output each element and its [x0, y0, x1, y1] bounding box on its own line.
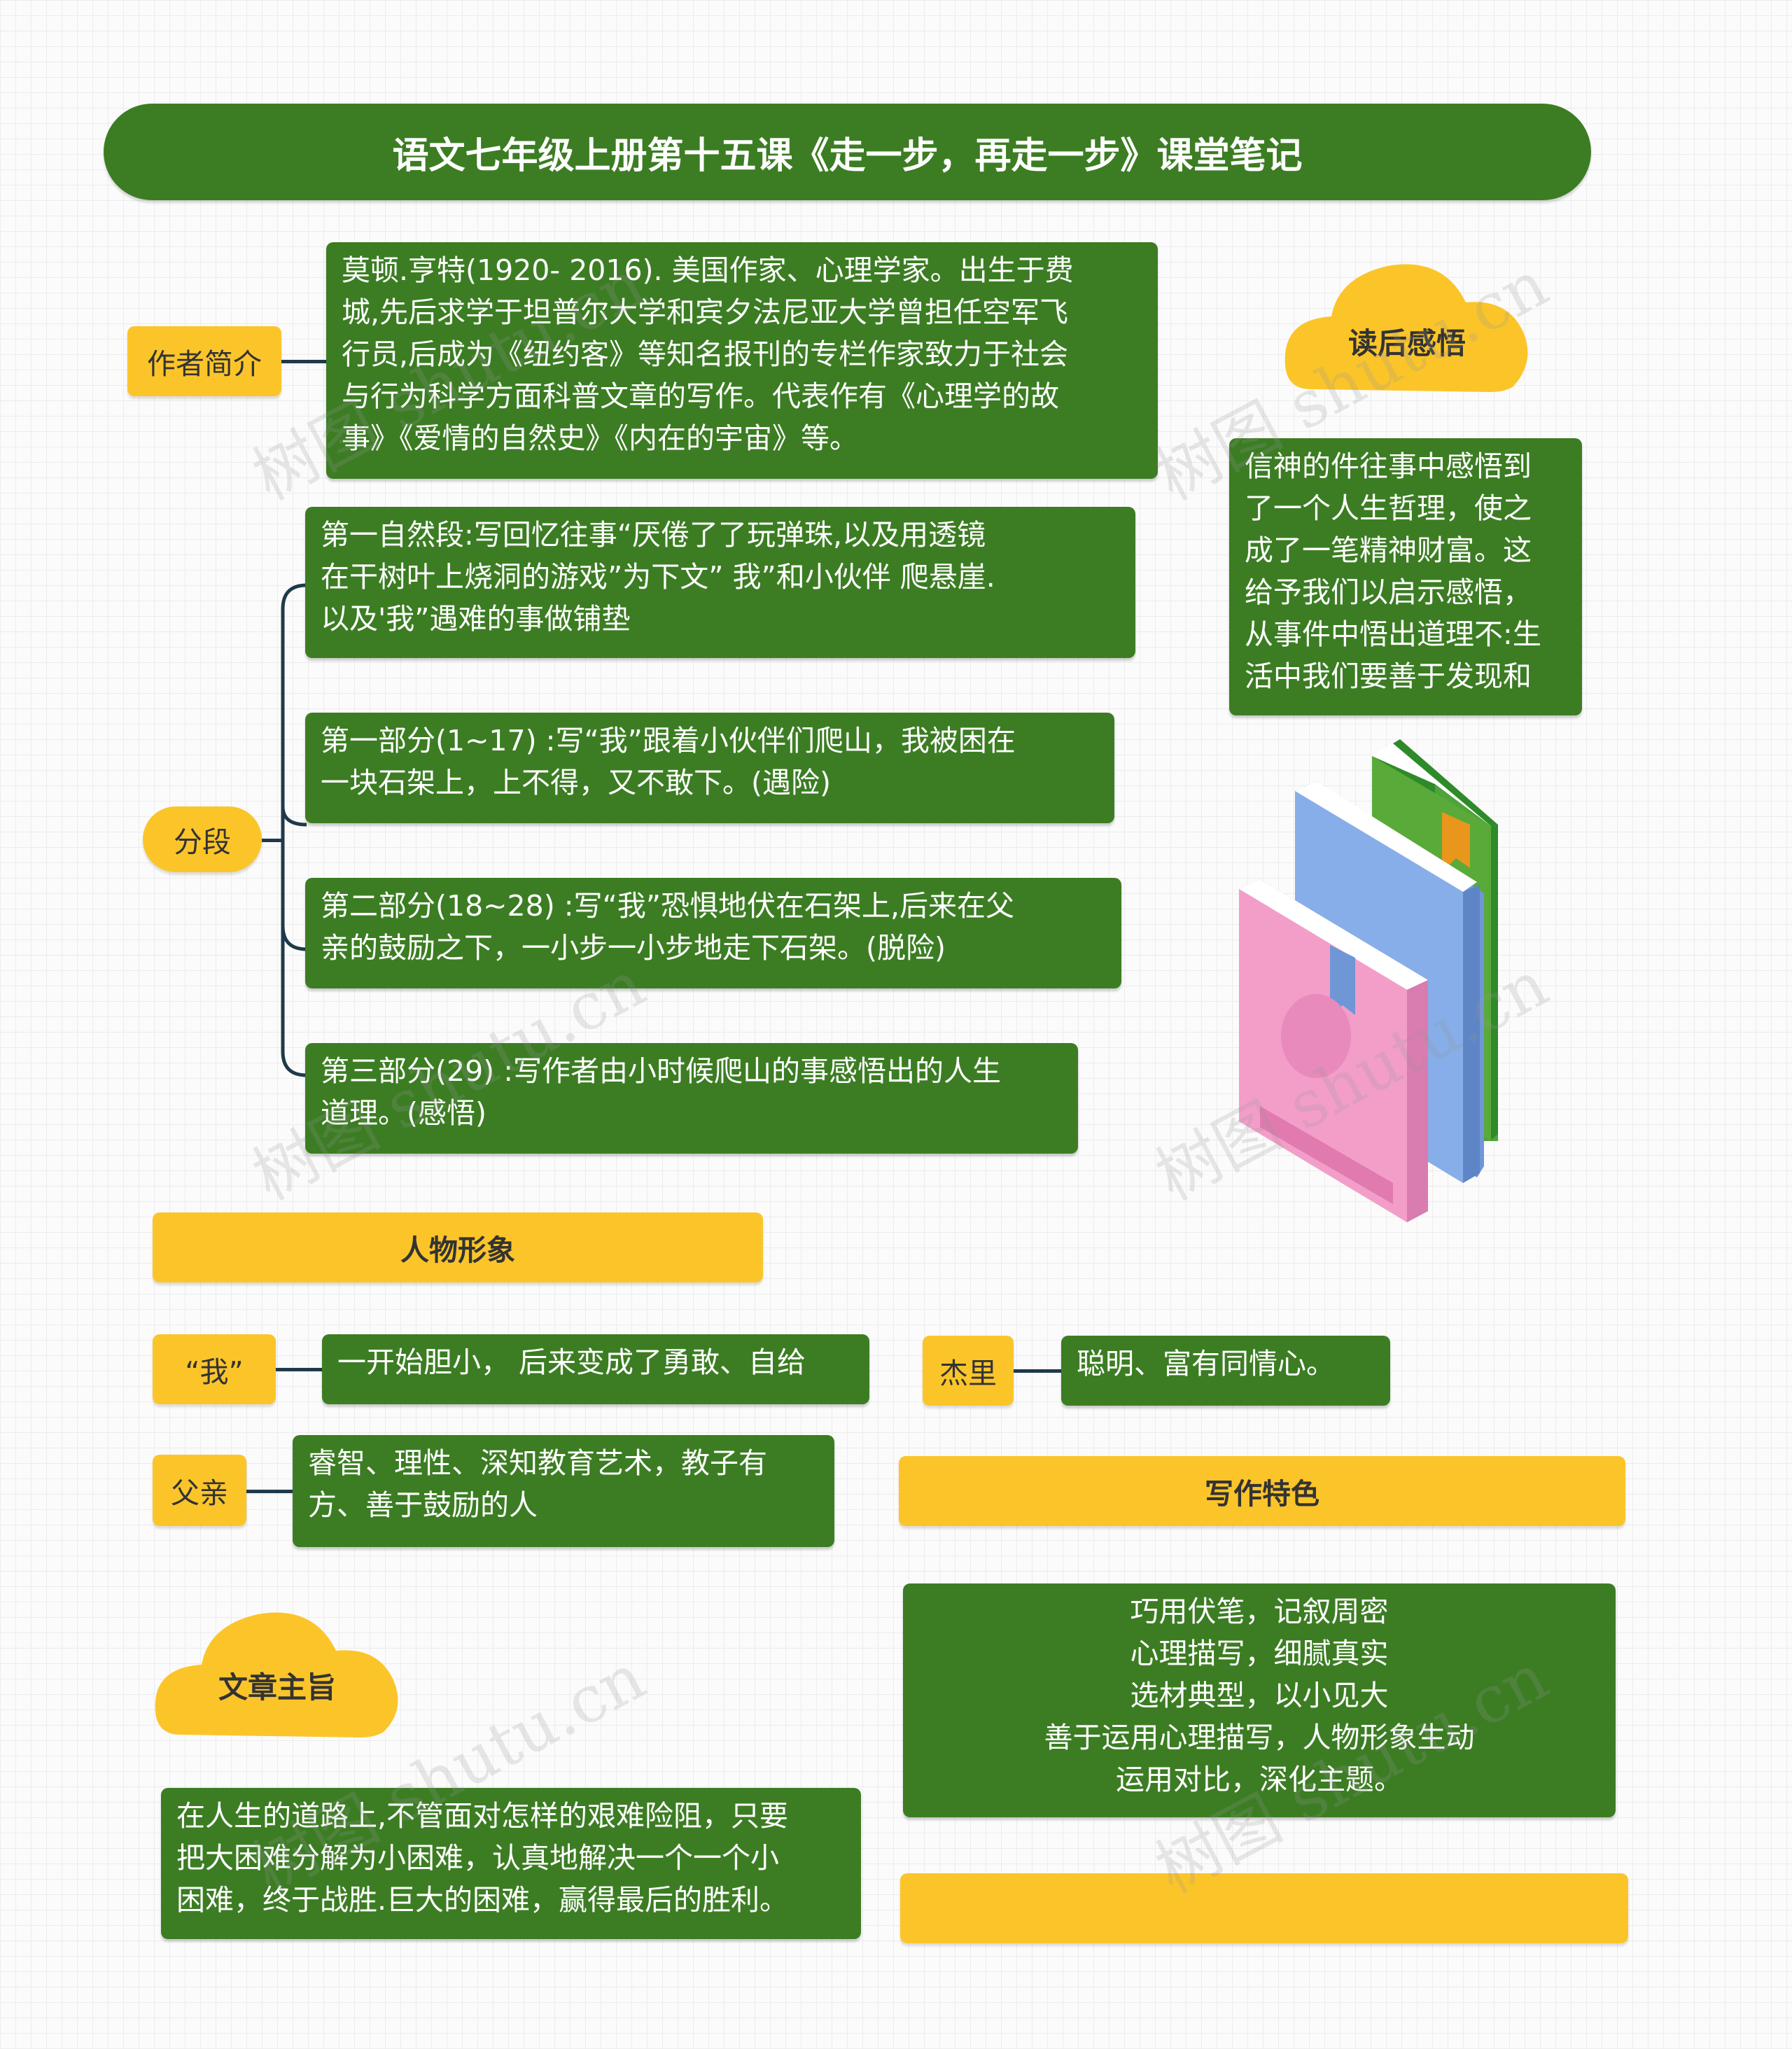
writing-header: 写作特色 [899, 1456, 1625, 1526]
reflection-line: 给予我们以启示感悟， [1245, 575, 1532, 609]
reflection-line: 活中我们要善于发现和 [1245, 659, 1532, 693]
reflection-line: 从事件中悟出道理不:生 [1245, 617, 1541, 651]
reflection-line: 了一个人生哲理，使之 [1245, 491, 1532, 525]
writing-line: 心理描写，细腻真实 [1130, 1637, 1389, 1670]
writing-line: 运用对比，深化主题。 [1116, 1763, 1403, 1796]
writing-footer-bar [900, 1873, 1628, 1943]
writing-line: 选材典型，以小见大 [1130, 1679, 1389, 1712]
theme-line: 把大困难分解为小困难，认真地解决一个一个小 [176, 1841, 779, 1875]
reflection-cloud-shape [1284, 264, 1528, 392]
me-connector [276, 1368, 322, 1371]
jerry-connector [1014, 1369, 1061, 1373]
father-connector [246, 1490, 293, 1493]
reflection-line: 信神的件往事中感悟到 [1245, 449, 1532, 483]
author-intro-box: 莫顿.亨特(1920- 2016). 美国作家、心理学家。出生于费 城,先后求学… [326, 242, 1158, 479]
author-line: 莫顿.亨特(1920- 2016). 美国作家、心理学家。出生于费 [342, 253, 1074, 287]
writing-line: 善于运用心理描写，人物形象生动 [1044, 1721, 1475, 1754]
theme-box: 在人生的道路上,不管面对怎样的艰难险阻，只要 把大困难分解为小困难，认真地解决一… [161, 1788, 861, 1939]
me-description: 一开始胆小， 后来变成了勇敢、自给 [322, 1334, 869, 1404]
section-item: 第三部分(29) :写作者由小时候爬山的事感悟出的人生 道理。(感悟) [305, 1043, 1078, 1154]
section-item: 第二部分(18~28) :写“我”恐惧地伏在石架上,后来在父 亲的鼓励之下，一小… [305, 878, 1121, 988]
author-label: 作者简介 [127, 326, 281, 396]
theme-line: 困难，终于战胜.巨大的困难，赢得最后的胜利。 [176, 1883, 789, 1917]
reflection-label: 读后感悟 [1348, 326, 1466, 361]
sections-bracket [281, 583, 307, 1077]
reflection-line: 成了一笔精神财富。这 [1245, 533, 1532, 567]
author-line: 城,先后求学于坦普尔大学和宾夕法尼亚大学曾担任空军飞 [342, 295, 1069, 329]
section-line: 第二部分(18~28) :写“我”恐惧地伏在石架上,后来在父 [321, 889, 1015, 923]
theme-line: 在人生的道路上,不管面对怎样的艰难险阻，只要 [176, 1799, 789, 1833]
books-illustration [1239, 739, 1498, 1222]
author-connector [281, 360, 326, 363]
father-label: 父亲 [153, 1455, 246, 1526]
section-line: 第一自然段:写回忆往事“厌倦了了玩弹珠,以及用透镜 [321, 518, 986, 552]
me-label: “我” [153, 1334, 276, 1404]
section-line: 第一部分(1~17) :写“我”跟着小伙伴们爬山，我被困在 [321, 724, 1016, 757]
section-line: 第三部分(29) :写作者由小时候爬山的事感悟出的人生 [321, 1054, 1002, 1088]
father-description: 睿智、理性、深知教育艺术，教子有 方、善于鼓励的人 [293, 1435, 834, 1547]
theme-cloud-shape [155, 1612, 398, 1737]
section-item: 第一自然段:写回忆往事“厌倦了了玩弹珠,以及用透镜 在干树叶上烧洞的游戏”为下文… [305, 507, 1135, 658]
writing-features-box: 巧用伏笔，记叙周密 心理描写，细腻真实 选材典型，以小见大 善于运用心理描写，人… [903, 1583, 1616, 1817]
author-line: 事》《爱情的自然史》《内在的宇宙》等。 [342, 421, 858, 455]
author-line: 行员,后成为《纽约客》等知名报刊的专栏作家致力于社会 [342, 337, 1069, 371]
reflection-box: 信神的件往事中感悟到 了一个人生哲理，使之 成了一笔精神财富。这 给予我们以启示… [1229, 438, 1582, 715]
section-line: 一块石架上，上不得，又不敢下。(遇险) [321, 766, 831, 799]
father-line: 方、善于鼓励的人 [308, 1488, 538, 1522]
theme-label: 文章主旨 [218, 1670, 336, 1705]
writing-line: 巧用伏笔，记叙周密 [1130, 1595, 1389, 1628]
sections-label: 分段 [143, 806, 262, 872]
section-line: 亲的鼓励之下，一小步一小步地走下石架。(脱险) [321, 931, 946, 965]
section-item: 第一部分(1~17) :写“我”跟着小伙伴们爬山，我被困在 一块石架上，上不得，… [305, 713, 1114, 823]
father-line: 睿智、理性、深知教育艺术，教子有 [308, 1446, 767, 1480]
jerry-description: 聪明、富有同情心。 [1061, 1336, 1390, 1406]
author-line: 与行为科学方面科普文章的写作。代表作有《心理学的故 [342, 379, 1059, 413]
section-line: 道理。(感悟) [321, 1096, 486, 1130]
section-line: 在干树叶上烧洞的游戏”为下文” 我”和小伙伴 爬悬崖. [321, 560, 995, 594]
sections-connector [262, 839, 283, 842]
characters-header: 人物形象 [153, 1212, 763, 1282]
page-title: 语文七年级上册第十五课《走一步，再走一步》课堂笔记 [104, 104, 1591, 200]
jerry-label: 杰里 [923, 1336, 1014, 1406]
section-line: 以及'我”遇难的事做铺垫 [321, 602, 631, 636]
